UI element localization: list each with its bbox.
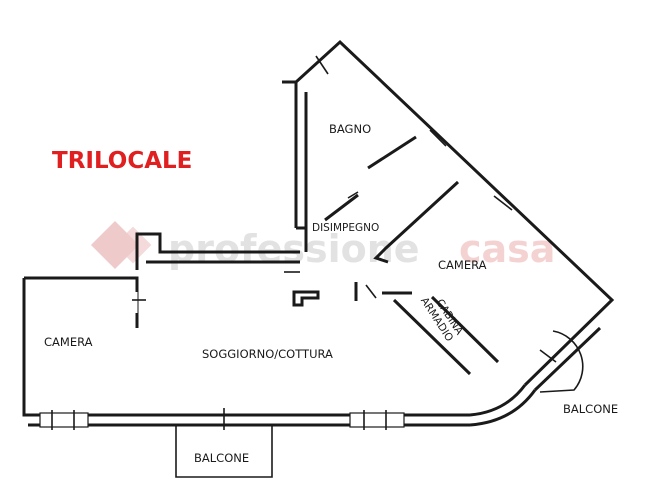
room-label-bagno: BAGNO xyxy=(329,122,371,136)
room-label-disimpegno: DISIMPEGNO xyxy=(312,222,379,234)
room-label-camera-right: CAMERA xyxy=(438,258,487,272)
window-soggiorno xyxy=(349,412,405,428)
windows xyxy=(39,55,557,430)
balcone-right xyxy=(539,330,584,393)
watermark-prefix: professione xyxy=(168,227,420,271)
watermark-suffix: casa xyxy=(459,227,555,271)
room-label-balcone-bottom: BALCONE xyxy=(194,451,249,465)
balcone-bottom xyxy=(175,425,273,478)
watermark-logo-icon xyxy=(90,220,152,270)
room-label-balcone-right: BALCONE xyxy=(563,402,618,416)
plan-title: TRILOCALE xyxy=(52,148,192,174)
doors xyxy=(132,191,377,301)
interior-walls xyxy=(137,135,500,376)
room-label-soggiorno: SOGGIORNO/COTTURA xyxy=(202,347,333,361)
room-label-camera-left: CAMERA xyxy=(44,335,93,349)
window-camera-left xyxy=(39,412,89,428)
watermark: professione casa xyxy=(90,220,555,271)
